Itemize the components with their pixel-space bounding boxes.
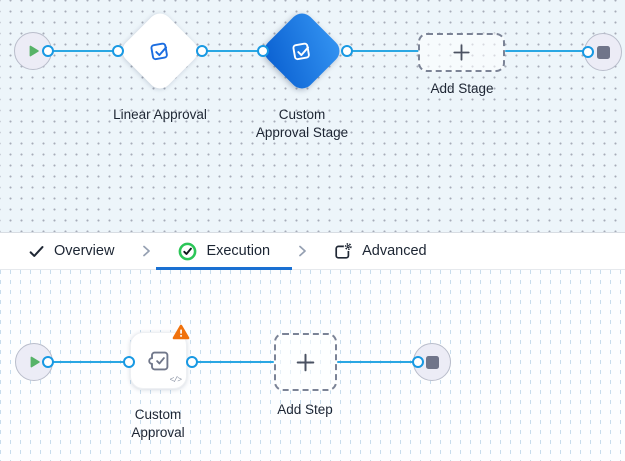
chevron-right-icon: [292, 243, 312, 259]
play-icon: [23, 41, 43, 61]
edge-connector: [347, 50, 419, 52]
check-circle-icon: [178, 242, 197, 261]
edge-connector: [337, 361, 418, 363]
stage-node-custom-approval-stage[interactable]: [259, 8, 345, 94]
tab-advanced[interactable]: Advanced: [312, 233, 449, 269]
connection-port[interactable]: [257, 45, 269, 57]
document-gear-icon: [334, 241, 353, 261]
add-step-button[interactable]: [274, 333, 337, 391]
edge-connector: [48, 50, 118, 52]
step-node-custom-approval[interactable]: </>: [130, 332, 187, 389]
stage-tab-bar: Overview Execution Advanced: [0, 232, 625, 270]
stop-icon: [425, 355, 439, 369]
node-label-line: Approval Stage: [255, 125, 349, 140]
connection-port[interactable]: [582, 46, 594, 58]
connection-port[interactable]: [42, 356, 54, 368]
play-icon: [24, 352, 44, 372]
connection-port[interactable]: [123, 356, 135, 368]
connection-port[interactable]: [196, 45, 208, 57]
plus-icon: [293, 350, 318, 375]
connection-port[interactable]: [412, 356, 424, 368]
approval-check-icon: [147, 38, 174, 65]
edge-connector: [192, 361, 274, 363]
tab-overview[interactable]: Overview: [6, 233, 136, 269]
node-label-line: Custom: [278, 107, 326, 122]
node-label: Add Stage: [430, 81, 494, 96]
node-label: Add Step: [277, 402, 333, 417]
stage-node-linear-approval[interactable]: [117, 8, 203, 94]
plus-icon: [450, 41, 473, 64]
stage-flow-canvas[interactable]: Linear Approval Custom Approval Stage Ad…: [0, 0, 625, 232]
edge-connector: [48, 361, 130, 363]
connection-port[interactable]: [112, 45, 124, 57]
node-label: Custom Approval: [113, 406, 203, 442]
tab-label: Overview: [54, 243, 115, 259]
add-stage-button[interactable]: [418, 33, 505, 72]
edge-connector: [202, 50, 263, 52]
edge-connector: [505, 50, 589, 52]
step-flow-canvas[interactable]: </> Custom Approval Add Step: [0, 270, 625, 461]
check-icon: [28, 243, 45, 260]
stop-icon: [596, 45, 610, 59]
connection-port[interactable]: [42, 45, 54, 57]
node-label: Linear Approval: [113, 107, 207, 122]
node-label-line: Custom: [134, 407, 182, 422]
tab-execution[interactable]: Execution: [156, 233, 292, 270]
warning-icon: [172, 324, 190, 340]
chevron-right-icon: [136, 243, 156, 259]
approval-check-icon: [289, 38, 316, 65]
connection-port[interactable]: [341, 45, 353, 57]
ticket-check-icon: [145, 347, 173, 375]
tab-label: Advanced: [362, 243, 427, 259]
connection-port[interactable]: [186, 356, 198, 368]
code-badge: </>: [169, 376, 182, 385]
tab-label: Execution: [206, 243, 271, 259]
node-label: Custom Approval Stage: [247, 106, 357, 142]
node-label-line: Approval: [131, 425, 185, 440]
